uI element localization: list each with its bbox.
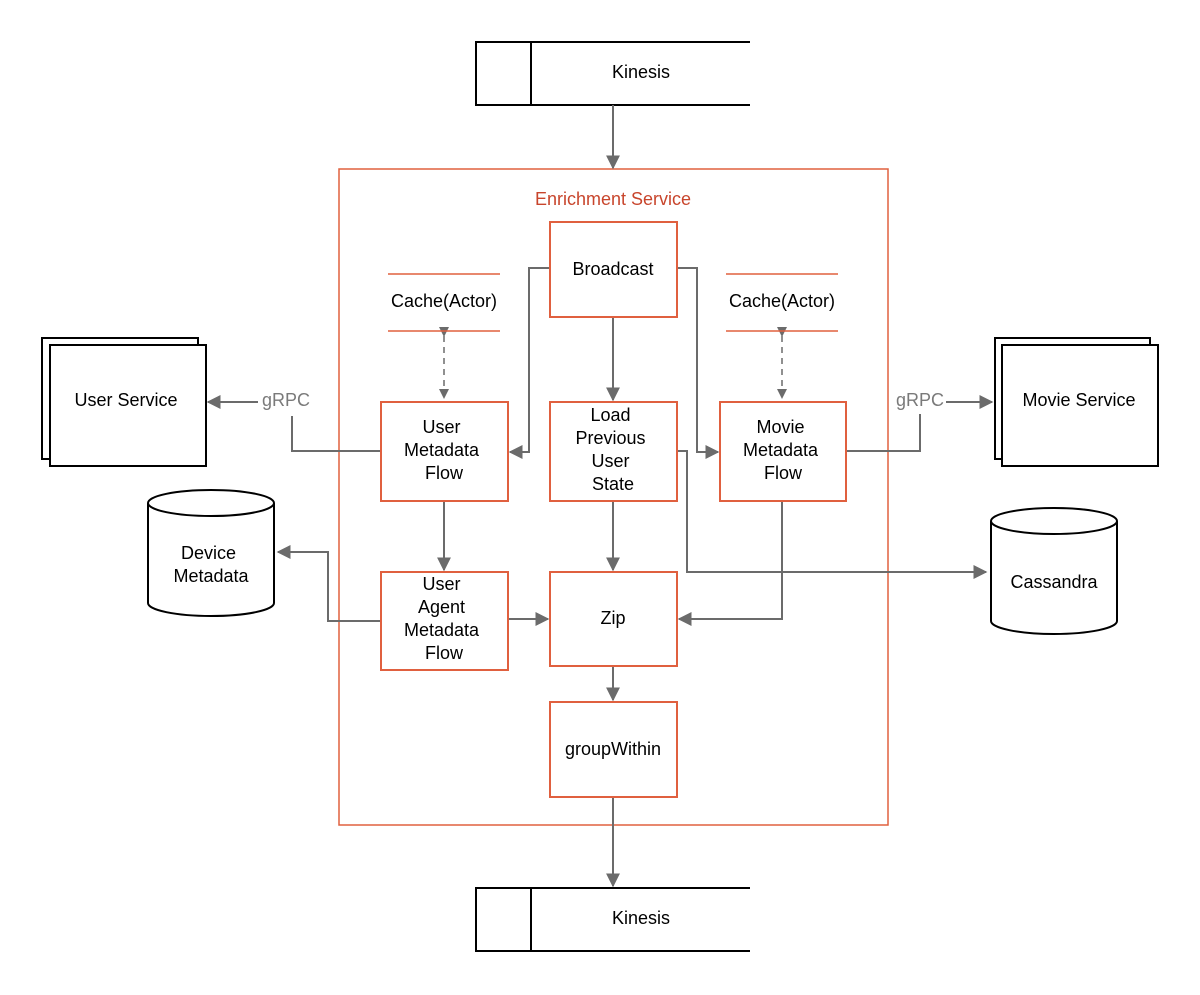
grpc-left-label: gRPC	[262, 390, 310, 410]
enrichment-service-title: Enrichment Service	[535, 189, 691, 209]
kinesis-top-label: Kinesis	[612, 62, 670, 82]
zip-node: Zip	[549, 571, 678, 667]
load-previous-user-state-node: Load Previous User State	[549, 401, 678, 502]
broadcast-node: Broadcast	[549, 221, 678, 318]
device-metadata-node: Device Metadata	[147, 489, 275, 617]
cassandra-label: Cassandra	[1010, 572, 1098, 592]
arrow-movie-flow-to-zip	[677, 501, 783, 626]
group-within-node: groupWithin	[549, 701, 678, 798]
kinesis-bottom-label: Kinesis	[612, 908, 670, 928]
user-agent-metadata-flow-label: User Agent Metadata Flow	[404, 574, 484, 663]
cache-left-node: Cache(Actor)	[388, 273, 500, 332]
broadcast-label: Broadcast	[572, 259, 653, 279]
movie-service-label: Movie Service	[1022, 390, 1135, 410]
cassandra-node: Cassandra	[990, 507, 1118, 635]
movie-metadata-flow-label: Movie Metadata Flow	[743, 417, 823, 483]
device-metadata-label: Device Metadata	[173, 543, 249, 586]
arrow-broadcast-to-movie-flow	[677, 267, 720, 459]
user-service-label: User Service	[74, 390, 177, 410]
grpc-right-label: gRPC	[896, 390, 944, 410]
user-metadata-flow-node: User Metadata Flow	[380, 401, 509, 502]
zip-label: Zip	[600, 608, 625, 628]
group-within-label: groupWithin	[565, 739, 661, 759]
load-previous-user-state-label: Load Previous User State	[575, 405, 650, 494]
user-service-node: User Service	[41, 337, 207, 467]
arrow-broadcast-to-user-flow	[508, 267, 550, 459]
line-user-flow-to-grpc	[291, 416, 380, 452]
movie-metadata-flow-node: Movie Metadata Flow	[719, 401, 847, 502]
user-agent-metadata-flow-node: User Agent Metadata Flow	[380, 571, 509, 671]
arrow-load-state-to-cassandra	[677, 450, 988, 579]
line-movie-flow-to-grpc	[846, 414, 921, 452]
user-metadata-flow-label: User Metadata Flow	[404, 417, 484, 483]
kinesis-top-node: Kinesis	[475, 41, 750, 106]
movie-service-node: Movie Service	[994, 337, 1159, 467]
cache-left-label: Cache(Actor)	[391, 291, 497, 311]
arrow-agent-flow-to-device-metadata	[276, 545, 380, 622]
cache-right-node: Cache(Actor)	[726, 273, 838, 332]
kinesis-bottom-node: Kinesis	[475, 887, 750, 952]
cache-right-label: Cache(Actor)	[729, 291, 835, 311]
connectors	[206, 105, 994, 888]
